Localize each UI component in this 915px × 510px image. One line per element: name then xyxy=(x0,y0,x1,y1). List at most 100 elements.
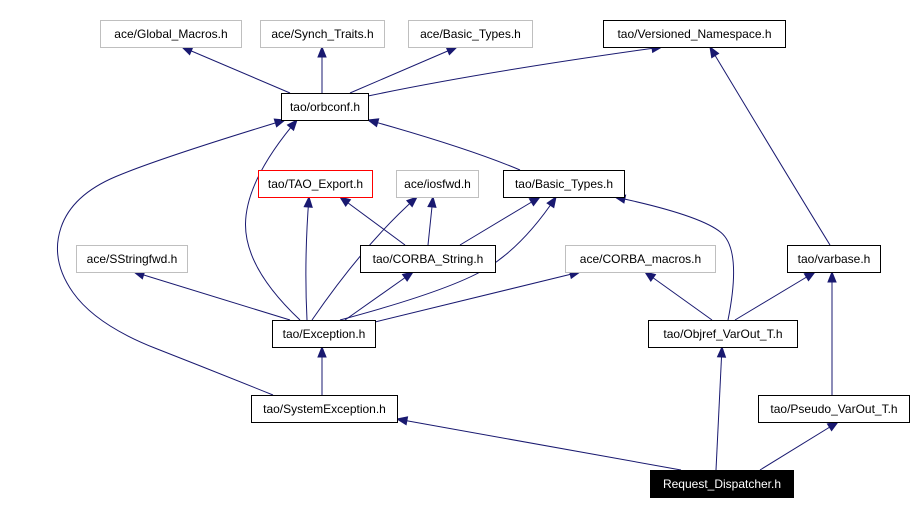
node-versioned-ns[interactable]: tao/Versioned_Namespace.h xyxy=(603,20,786,48)
arrowhead xyxy=(803,271,817,282)
edge-line xyxy=(56,119,286,396)
edge-line xyxy=(367,46,663,97)
node-request-dispatcher[interactable]: Request_Dispatcher.h xyxy=(650,470,794,498)
node-label: ace/SStringfwd.h xyxy=(87,252,178,266)
node-label: ace/Synch_Traits.h xyxy=(271,27,373,41)
edge-line xyxy=(396,418,682,471)
node-varbase[interactable]: tao/varbase.h xyxy=(787,245,881,273)
edge-line xyxy=(734,271,816,321)
node-box xyxy=(787,245,881,273)
node-system-exception[interactable]: tao/SystemException.h xyxy=(251,395,398,423)
node-box xyxy=(251,395,398,423)
node-box xyxy=(408,20,533,48)
edge-exception-to-corba_string xyxy=(344,271,415,321)
node-corba-macros[interactable]: ace/CORBA_macros.h xyxy=(565,245,716,273)
edge-orbconf-to-ace_basic_types xyxy=(349,46,459,94)
node-box xyxy=(758,395,910,423)
arrowhead xyxy=(643,271,657,282)
node-box xyxy=(258,170,373,198)
node-global-macros[interactable]: ace/Global_Macros.h xyxy=(100,20,242,48)
edge-exception-to-tao_export xyxy=(303,195,313,321)
edge-request_dispatcher-to-pseudo_varout xyxy=(759,421,840,471)
node-box xyxy=(272,320,376,348)
node-box xyxy=(565,245,716,273)
node-ace-basic-types[interactable]: ace/Basic_Types.h xyxy=(408,20,533,48)
node-box xyxy=(260,20,385,48)
node-label: tao/orbconf.h xyxy=(290,100,360,114)
edge-line xyxy=(644,271,713,321)
edge-line xyxy=(349,46,458,94)
node-box xyxy=(648,320,798,348)
node-sstringfwd[interactable]: ace/SStringfwd.h xyxy=(76,245,188,273)
node-label: ace/Basic_Types.h xyxy=(420,27,521,41)
node-pseudo-varout[interactable]: tao/Pseudo_VarOut_T.h xyxy=(758,395,910,423)
node-tao-basic-types[interactable]: tao/Basic_Types.h xyxy=(503,170,625,198)
edge-line xyxy=(133,271,291,321)
node-label: tao/Exception.h xyxy=(283,327,366,341)
node-box xyxy=(396,170,479,198)
node-label: tao/Pseudo_VarOut_T.h xyxy=(770,402,897,416)
edge-objref_varout-to-corba_macros xyxy=(643,271,713,321)
edge-corba_string-to-tao_export xyxy=(338,196,406,246)
edge-request_dispatcher-to-system_exception xyxy=(395,416,682,471)
node-box xyxy=(281,93,369,121)
arrowhead xyxy=(286,118,298,132)
node-label: tao/TAO_Export.h xyxy=(268,177,363,191)
node-label: ace/CORBA_macros.h xyxy=(580,252,701,266)
edge-line xyxy=(244,119,301,321)
node-label: tao/CORBA_String.h xyxy=(373,252,484,266)
arrowhead xyxy=(317,345,327,358)
arrowhead xyxy=(709,45,720,59)
edge-objref_varout-to-varbase xyxy=(734,271,817,321)
edge-exception-to-orbconf xyxy=(244,118,301,321)
edge-system_exception-to-exception xyxy=(317,345,327,395)
node-corba-string[interactable]: tao/CORBA_String.h xyxy=(360,245,496,273)
node-label: ace/Global_Macros.h xyxy=(114,27,227,41)
edge-orbconf-to-synch_traits xyxy=(317,45,327,93)
arrowhead xyxy=(180,46,194,56)
node-label: tao/Basic_Types.h xyxy=(515,177,613,191)
edge-line xyxy=(759,421,839,471)
node-box xyxy=(360,245,496,273)
node-label: ace/iosfwd.h xyxy=(404,177,471,191)
edge-corba_string-to-tao_basic_types xyxy=(459,196,542,246)
arrowhead xyxy=(317,45,327,58)
edge-exception-to-sstringfwd xyxy=(132,270,291,321)
node-iosfwd[interactable]: ace/iosfwd.h xyxy=(396,170,479,198)
node-synch-traits[interactable]: ace/Synch_Traits.h xyxy=(260,20,385,48)
arrowhead xyxy=(546,195,557,209)
node-label: tao/SystemException.h xyxy=(263,402,386,416)
edge-request_dispatcher-to-objref_varout xyxy=(715,345,727,471)
arrowhead xyxy=(338,196,352,208)
edge-line xyxy=(339,196,406,246)
node-label: tao/Objref_VarOut_T.h xyxy=(663,327,782,341)
arrowhead xyxy=(395,416,409,426)
arrowhead xyxy=(427,195,437,208)
edge-line xyxy=(305,196,310,321)
node-box xyxy=(503,170,625,198)
node-label: tao/Versioned_Namespace.h xyxy=(617,27,771,41)
arrowhead xyxy=(405,196,419,208)
node-label: tao/varbase.h xyxy=(798,252,871,266)
edge-corba_string-to-iosfwd xyxy=(427,195,437,246)
node-exception[interactable]: tao/Exception.h xyxy=(272,320,376,348)
arrowhead xyxy=(716,345,727,358)
edge-tao_basic_types-to-orbconf xyxy=(366,118,521,171)
edge-line xyxy=(614,196,735,321)
edge-varbase-to-versioned_ns xyxy=(709,45,831,246)
node-box xyxy=(650,470,794,498)
node-objref-varout[interactable]: tao/Objref_VarOut_T.h xyxy=(648,320,798,348)
edge-line xyxy=(344,271,414,321)
node-box xyxy=(100,20,242,48)
edge-line xyxy=(374,271,581,323)
node-orbconf[interactable]: tao/orbconf.h xyxy=(281,93,369,121)
arrowhead xyxy=(528,196,542,207)
arrowhead xyxy=(401,271,415,282)
arrowhead xyxy=(303,195,313,208)
arrowhead xyxy=(827,270,837,283)
edge-line xyxy=(709,46,831,246)
node-tao-export[interactable]: tao/TAO_Export.h xyxy=(258,170,373,198)
edge-pseudo_varout-to-varbase xyxy=(827,270,837,395)
